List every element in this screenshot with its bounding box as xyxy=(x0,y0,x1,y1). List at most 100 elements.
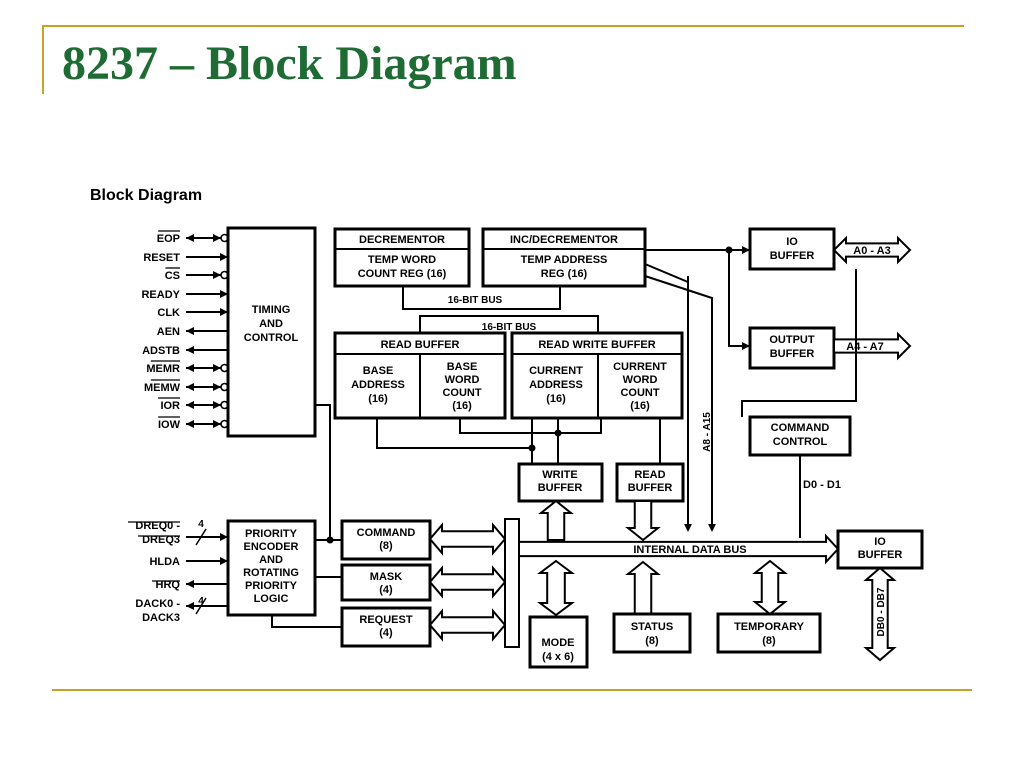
internal-bus-vertical xyxy=(504,518,520,648)
arrow-head xyxy=(220,557,228,565)
bus-16bit-upper xyxy=(402,286,561,310)
wire xyxy=(271,615,342,628)
pin-label-clk: CLK xyxy=(157,307,180,319)
pin-label-ready: READY xyxy=(141,289,180,301)
output-buffer-label: OUTPUT xyxy=(769,334,815,346)
base-word-count-label: (16) xyxy=(452,400,472,412)
arrow-head xyxy=(220,253,228,261)
priority-logic-label: ROTATING xyxy=(243,567,299,579)
mask-register-label: MASK xyxy=(370,571,402,583)
request-register-label: (4) xyxy=(379,627,393,639)
priority-logic-label: PRIORITY xyxy=(245,528,298,540)
arrow-head xyxy=(186,383,194,391)
pin-label-adstb: ADSTB xyxy=(142,345,180,357)
arrow-head xyxy=(220,290,228,298)
io-buffer-top-block xyxy=(748,227,836,271)
wire xyxy=(728,250,750,347)
request-bus-arrow xyxy=(428,608,507,642)
pin-label-dack3: DACK3 xyxy=(142,612,180,624)
base-word-count-label: WORD xyxy=(445,374,480,386)
slide-title: 8237 – Block Diagram xyxy=(62,37,517,90)
pin-label-reset: RESET xyxy=(143,252,180,264)
pin-label-cs: CS xyxy=(165,270,180,282)
arrow-head xyxy=(220,533,228,541)
db0-db7-bus-arrow xyxy=(863,566,897,662)
bus-slash xyxy=(195,528,207,546)
d0-d1-label: D0 - D1 xyxy=(803,479,841,491)
current-word-count-label: COUNT xyxy=(620,387,659,399)
read-buffer-small-label: BUFFER xyxy=(628,482,673,494)
pin-label-dreq0: DREQ0 - xyxy=(135,520,180,532)
arrow-head xyxy=(186,602,194,610)
timing-control-label: AND xyxy=(259,318,283,330)
command-control-label: CONTROL xyxy=(773,436,828,448)
pin-label-memr: MEMR xyxy=(146,363,180,375)
mask-register-label: (4) xyxy=(379,584,393,596)
command-register-label: COMMAND xyxy=(357,527,416,539)
priority-logic-label: AND xyxy=(259,554,283,566)
arrow-head xyxy=(186,364,194,372)
pin-label-iow: IOW xyxy=(158,419,181,431)
command-bus-arrow xyxy=(428,522,507,556)
timing-control-block xyxy=(226,226,317,438)
output-buffer-label: BUFFER xyxy=(770,348,815,360)
command-control-label: COMMAND xyxy=(771,422,830,434)
priority-logic-label: LOGIC xyxy=(254,593,289,605)
arrow-head xyxy=(742,342,750,350)
output-buffer-block xyxy=(748,326,836,370)
pin-label-hlda: HLDA xyxy=(149,556,180,568)
incdec-title: INC/DECREMENTOR xyxy=(510,234,618,246)
arrow-head xyxy=(186,580,194,588)
read-write-buffer-title: READ WRITE BUFFER xyxy=(538,339,655,351)
pin-label-hrq: HRQ xyxy=(156,579,181,591)
arrow-head xyxy=(186,420,194,428)
write-buffer-bus-arrow xyxy=(538,499,574,541)
junction-dot xyxy=(528,444,536,452)
incdec-block xyxy=(481,227,647,288)
decrementor-body: TEMP WORD xyxy=(368,254,436,266)
junction-dot xyxy=(554,429,562,437)
base-word-count-label: BASE xyxy=(447,361,478,373)
request-register-label: REQUEST xyxy=(359,614,412,626)
base-address-label: (16) xyxy=(368,393,388,405)
io-buffer-bottom-label: IO xyxy=(874,536,886,548)
decrementor-body: COUNT REG (16) xyxy=(358,268,447,280)
bus-slash xyxy=(195,597,207,615)
wire xyxy=(741,269,857,417)
addr-a8-a15-label: A8 - A15 xyxy=(702,412,713,452)
mode-register-label: MODE xyxy=(542,637,575,649)
arrow-head xyxy=(213,420,221,428)
bus-16bit-upper-label: 16-BIT BUS xyxy=(448,295,503,306)
pin-label-dack0: DACK0 - xyxy=(135,598,180,610)
wire-a8-a15-1 xyxy=(644,263,689,530)
temporary-register xyxy=(716,612,822,654)
arrow-head xyxy=(684,524,692,532)
arrow-head xyxy=(213,401,221,409)
status-bus-arrow xyxy=(625,560,661,615)
pin-label-dreq3: DREQ3 xyxy=(142,534,180,546)
mode-bus-arrow xyxy=(537,559,575,617)
io-buffer-bottom-label: BUFFER xyxy=(858,549,903,561)
current-address-label: CURRENT xyxy=(529,365,583,377)
priority-logic-label: PRIORITY xyxy=(245,580,298,592)
pin-label-eop: EOP xyxy=(157,233,180,245)
mode-register xyxy=(528,615,589,669)
arrow-head xyxy=(213,383,221,391)
db0-db7-label: DB0 - DB7 xyxy=(876,587,887,636)
arrow-head xyxy=(186,234,194,242)
read-buffer-small-label: READ xyxy=(634,469,665,481)
current-address-label: ADDRESS xyxy=(529,379,583,391)
current-word-count-label: (16) xyxy=(630,400,650,412)
diagram-heading: Block Diagram xyxy=(90,187,202,204)
wire-timing-priority xyxy=(315,404,331,540)
write-buffer-block xyxy=(517,462,604,503)
current-word-count-label: CURRENT xyxy=(613,361,667,373)
mask-bus-arrow xyxy=(428,565,507,599)
bus-16bit-lower xyxy=(419,315,599,333)
current-address-label: (16) xyxy=(546,393,566,405)
status-register-label: (8) xyxy=(645,635,659,647)
bus-16bit-lower-label: 16-BIT BUS xyxy=(482,322,537,333)
arrow-head xyxy=(213,234,221,242)
arrow-head xyxy=(186,346,194,354)
base-address-label: ADDRESS xyxy=(351,379,405,391)
